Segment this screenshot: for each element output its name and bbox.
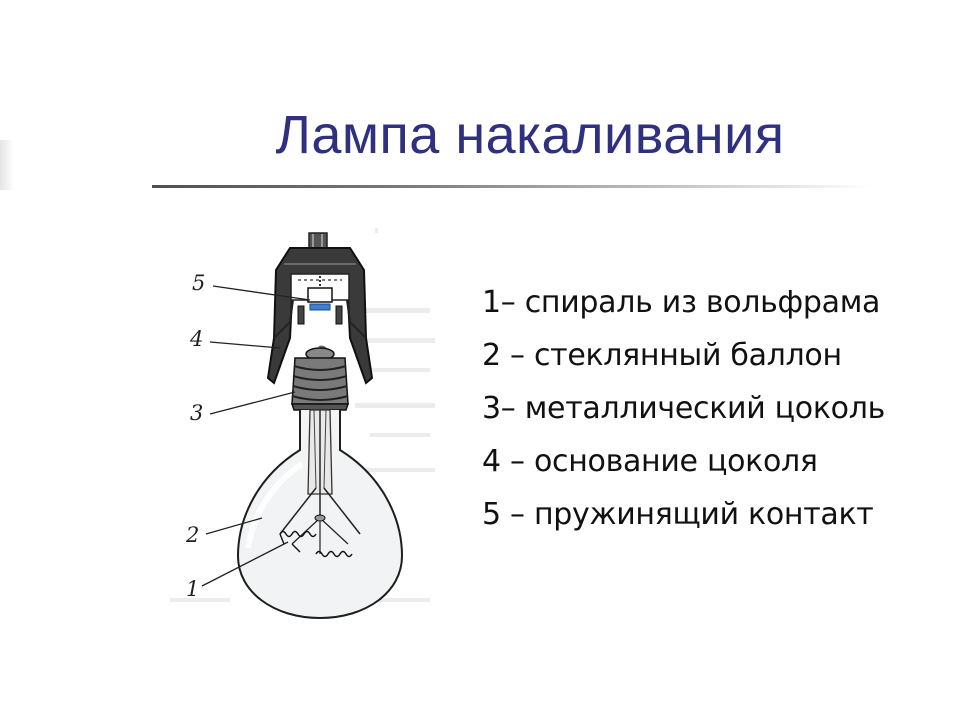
slide-edge-shadow [0, 140, 14, 190]
callout-5: 5 [192, 271, 205, 295]
legend-item: 2 – стеклянный баллон [482, 338, 842, 373]
callout-3: 3 [190, 401, 203, 425]
spring-contact [307, 276, 333, 311]
callout-2: 2 [185, 523, 199, 547]
legend-item: 5 – пружинящий контакт [482, 497, 874, 532]
legend-item: 3– металлический цоколь [482, 391, 885, 426]
callout-leaders [201, 285, 311, 587]
lamp-diagram: 5 4 3 2 1 [170, 228, 435, 620]
callout-4: 4 [189, 327, 203, 351]
parts-legend: 1– спираль из вольфрама 2 – стеклянный б… [482, 276, 885, 541]
title-underline [152, 185, 872, 188]
filament-assembly [279, 409, 361, 558]
top-wire [308, 232, 328, 250]
screw-base [290, 345, 350, 411]
callout-1: 1 [186, 577, 199, 601]
background-texture [170, 228, 435, 602]
legend-item: 1– спираль из вольфрама [482, 285, 881, 320]
legend-item: 4 – основание цоколя [482, 444, 818, 479]
slide-title: Лампа накаливания [275, 105, 785, 165]
